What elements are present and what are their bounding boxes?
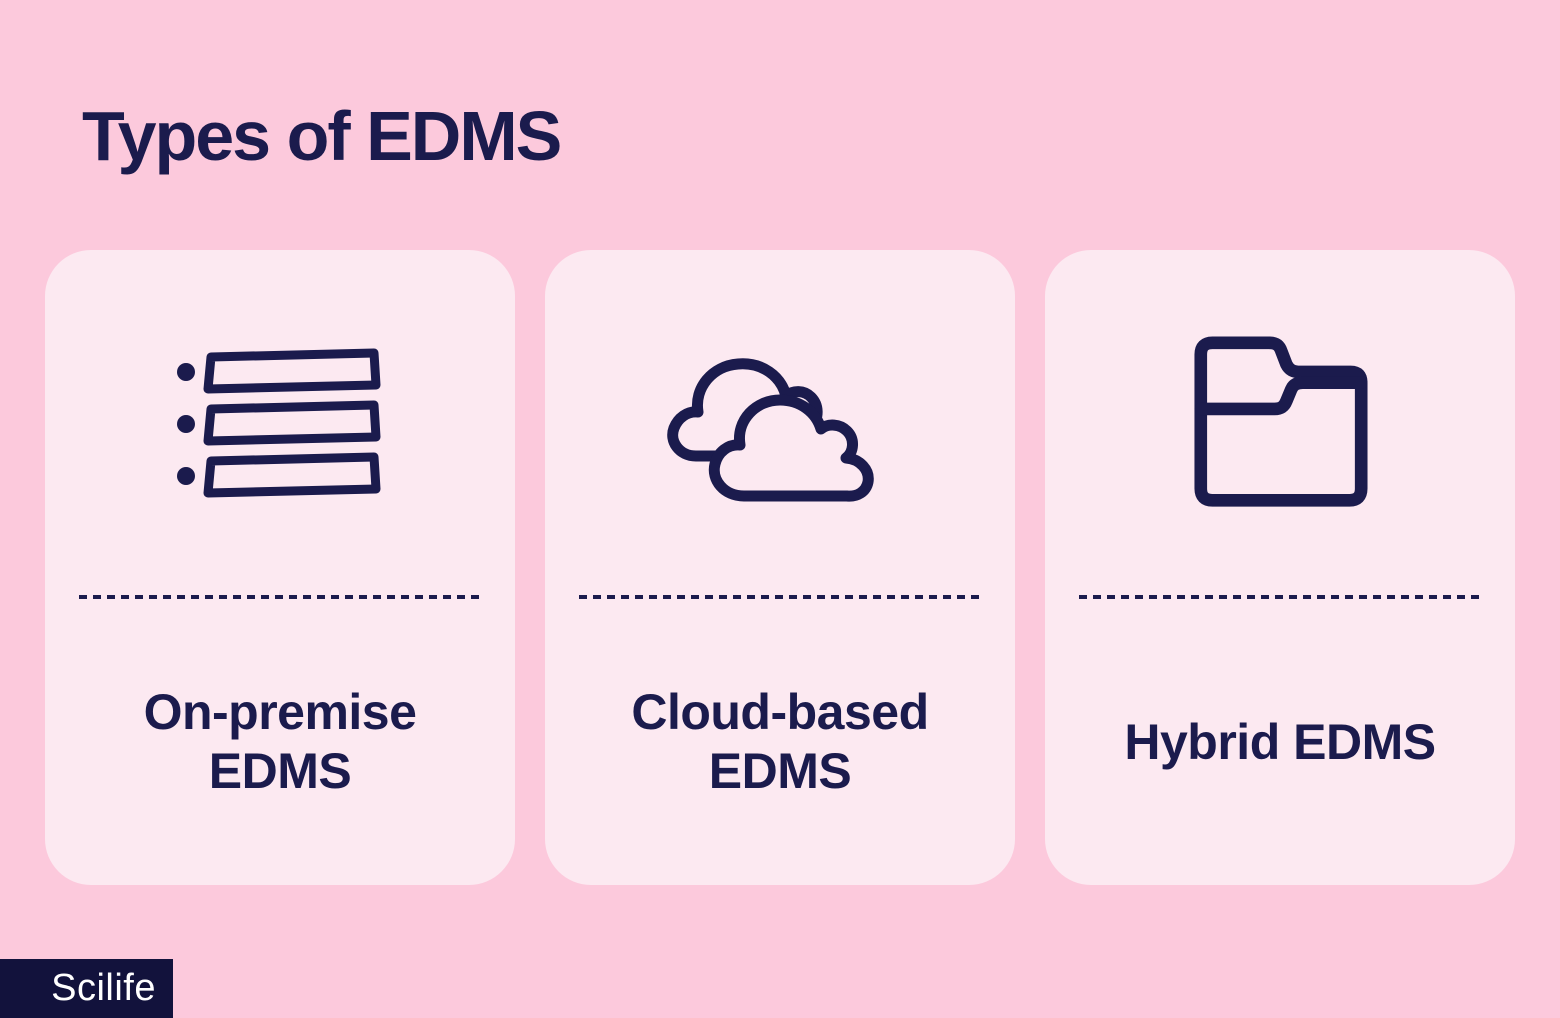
card-label-box: Hybrid EDMS: [1045, 599, 1515, 885]
card-icon-box: [1045, 250, 1515, 595]
card-label-box: On-premise EDMS: [45, 599, 515, 885]
card-icon-box: [45, 250, 515, 595]
card-label: Cloud-based EDMS: [631, 684, 929, 799]
folder-icon: [1193, 336, 1368, 507]
card-label-box: Cloud-based EDMS: [545, 599, 1015, 885]
dashed-divider: [579, 595, 981, 599]
page-title: Types of EDMS: [82, 97, 562, 175]
card-hybrid: Hybrid EDMS: [1045, 250, 1515, 885]
dashed-divider: [79, 595, 481, 599]
cards-row: On-premise EDMS Cloud-based EDMS: [45, 250, 1515, 885]
clouds-icon: [667, 357, 874, 502]
card-label: On-premise EDMS: [143, 684, 417, 799]
card-cloud-based: Cloud-based EDMS: [545, 250, 1015, 885]
card-label: Hybrid EDMS: [1124, 713, 1436, 770]
scilife-logo: Scilife: [0, 959, 173, 1018]
card-icon-box: [545, 250, 1015, 595]
scilife-logo-text: Scilife: [51, 967, 156, 1009]
list-icon: [177, 348, 381, 497]
card-on-premise: On-premise EDMS: [45, 250, 515, 885]
dashed-divider: [1079, 595, 1481, 599]
